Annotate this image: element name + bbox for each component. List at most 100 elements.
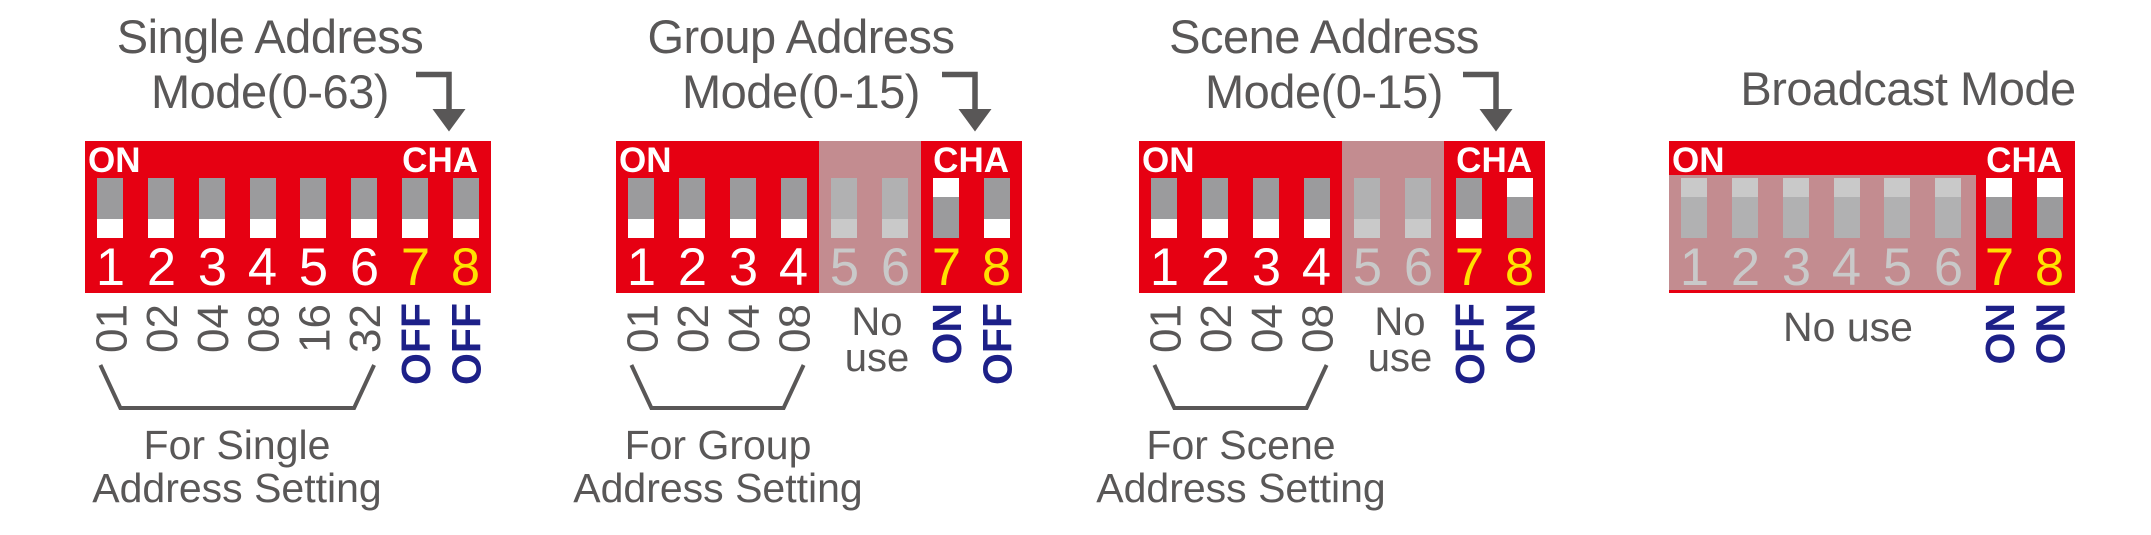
col-label-1: 01	[618, 304, 667, 353]
switch-3-handle	[1253, 219, 1279, 238]
switch-4-handle	[781, 219, 807, 238]
switch-4-number: 4	[247, 238, 278, 297]
switch-7-handle	[933, 178, 959, 197]
channel-a-label: CHA	[1986, 141, 2062, 180]
col-label-2: 02	[138, 304, 187, 353]
col-label-5: 16	[290, 304, 339, 353]
channel-a-label: CHA	[1456, 141, 1532, 180]
switch-1-number: 1	[1149, 238, 1180, 297]
on-direction-label: ON	[88, 141, 141, 180]
switch-2	[1202, 178, 1228, 238]
switch-5-number: 5	[298, 238, 329, 297]
switch-7-handle	[402, 219, 428, 238]
switch-2-number: 2	[146, 238, 177, 297]
col-label-6: 32	[341, 304, 390, 353]
col-label-4: 08	[1294, 304, 1343, 353]
on-direction-label: ON	[1672, 141, 1725, 180]
col-label-4: 08	[240, 304, 289, 353]
switch-2-number: 2	[677, 238, 708, 297]
switch-4-number: 4	[778, 238, 809, 297]
switch-3-handle	[199, 219, 225, 238]
switch-1-number: 1	[95, 238, 126, 297]
no-use-overlay	[1342, 141, 1444, 293]
range-bracket	[1152, 364, 1329, 410]
no-use-line-2: use	[844, 336, 910, 380]
switch-1	[628, 178, 654, 238]
panel-broadcast-mode: Broadcast Mode ON ON ON CHA 1 2 3 4 5 6 …	[1669, 0, 2076, 535]
title-line-2: Mode(0-15)	[682, 65, 920, 118]
switch-7-number: 7	[931, 238, 962, 297]
col-label-7: OFF	[1447, 303, 1493, 385]
caption-line-2: Address Setting	[1096, 465, 1386, 511]
switch-1-handle	[1151, 219, 1177, 238]
switch-8-number: 8	[450, 238, 481, 297]
switch-8-handle	[1507, 178, 1533, 197]
title-line-1: Broadcast Mode	[1740, 62, 2076, 115]
dip-switch-block: ON CHA 1 2 3 4 5 6 7 8	[616, 141, 1022, 297]
switch-8	[1507, 178, 1533, 238]
switch-3-number: 3	[728, 238, 759, 297]
title-line-1: Single Address	[116, 10, 424, 63]
switch-5-handle	[300, 219, 326, 238]
switch-2	[679, 178, 705, 238]
switch-8	[453, 178, 479, 238]
col-label-8: OFF	[444, 303, 490, 385]
col-label-4: 08	[771, 304, 820, 353]
switch-7-handle	[1986, 178, 2012, 197]
title-line-1: Scene Address	[1169, 10, 1479, 63]
caption-line-2: Address Setting	[92, 465, 382, 511]
caption-line-1: For Single	[143, 422, 331, 468]
switch-2-number: 2	[1200, 238, 1231, 297]
no-use-label: No use	[844, 302, 910, 380]
title-line-2: Mode(0-63)	[151, 65, 389, 118]
switch-7-handle	[1456, 219, 1482, 238]
col-label-8: ON	[2028, 303, 2074, 365]
switch-6-number: 6	[349, 238, 380, 297]
dip-switch-block: ON CHA 1 2 3 4 5 6 7 8	[85, 141, 491, 297]
col-label-3: 04	[720, 304, 769, 353]
switch-4-number: 4	[1301, 238, 1332, 297]
col-label-3: 04	[189, 304, 238, 353]
no-use-overlay	[819, 141, 921, 293]
title-line-2: Mode(0-15)	[1205, 65, 1443, 118]
col-label-7: ON	[1977, 303, 2023, 365]
switch-8-handle	[984, 219, 1010, 238]
switch-7-number: 7	[1454, 238, 1485, 297]
on-direction-label: ON	[1142, 141, 1195, 180]
switch-7	[1986, 178, 2012, 238]
dip-switch-block: ON CHA 1 2 3 4 5 6 7 8	[1139, 141, 1545, 297]
switch-8-handle	[2037, 178, 2063, 197]
switch-7	[933, 178, 959, 238]
switch-3-number: 3	[1251, 238, 1282, 297]
no-use-line-1: No	[1374, 300, 1426, 344]
channel-a-label: CHA	[402, 141, 478, 180]
no-use-label: No use	[1783, 304, 1913, 350]
title-line-1: Group Address	[647, 10, 955, 63]
switch-2-handle	[148, 219, 174, 238]
range-bracket	[629, 364, 806, 410]
no-use-overlay	[1669, 175, 1976, 290]
panel-single-address: Single Address Mode(0-63) 01 02 04 08 16…	[85, 0, 491, 535]
no-use-label: No use	[1368, 300, 1433, 378]
switch-4	[781, 178, 807, 238]
col-label-1: 01	[1141, 304, 1190, 353]
switch-3-handle	[730, 219, 756, 238]
bracket-caption: For Single Address Setting	[92, 424, 381, 510]
switch-1-number: 1	[626, 238, 657, 297]
switch-8-number: 8	[2034, 238, 2065, 297]
bracket-caption: For Group Address Setting	[573, 424, 862, 510]
switch-4	[1304, 178, 1330, 238]
switch-2-handle	[1202, 219, 1228, 238]
panel-title: Scene Address Mode(0-15)	[1121, 9, 1527, 119]
caption-line-1: For Scene	[1146, 422, 1336, 468]
col-label-2: 02	[669, 304, 718, 353]
switch-3	[199, 178, 225, 238]
switch-4	[250, 178, 276, 238]
switch-5	[300, 178, 326, 238]
channel-a-label: CHA	[933, 141, 1009, 180]
switch-7	[402, 178, 428, 238]
switch-1-handle	[628, 219, 654, 238]
col-label-7: ON	[924, 303, 970, 365]
on-direction-label: ON	[619, 141, 672, 180]
